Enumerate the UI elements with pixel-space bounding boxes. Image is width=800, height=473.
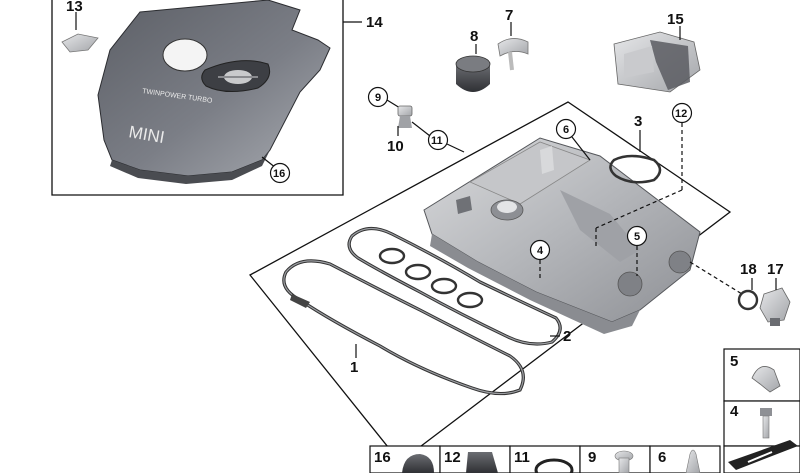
callout-4: 4 <box>537 245 544 257</box>
legend-tile-6: 6 <box>649 445 721 473</box>
part-9-10-bolt: 9 10 11 <box>367 86 465 155</box>
legend-tile-11: 11 <box>509 445 581 473</box>
callout-5: 5 <box>634 231 640 243</box>
callout-14-group: 14 <box>343 14 383 31</box>
part-13-emblem: 13 <box>61 0 99 53</box>
callout-5-group: 5 <box>626 225 648 276</box>
legend-tile-12: 12 <box>439 445 511 473</box>
callout-6-group: 6 <box>555 118 591 161</box>
legend-label-5: 5 <box>730 353 738 370</box>
callout-6: 6 <box>563 124 569 136</box>
engine-cover-frame <box>51 0 344 196</box>
callout-12-group: 12 <box>595 102 693 248</box>
callout-7: 7 <box>505 7 513 24</box>
callout-3: 3 <box>634 113 642 130</box>
legend-tile-5: 5 <box>723 348 800 402</box>
engine-cover: TWINPOWER TURBO MINI <box>97 0 331 184</box>
callout-10: 10 <box>387 138 404 155</box>
valve-cover-assembly-frame <box>249 101 732 463</box>
callout-2: 2 <box>563 328 571 345</box>
legend-tile-4: 4 <box>723 400 800 447</box>
part-7-seal: 7 <box>497 7 529 71</box>
legend-tile-arrow <box>723 440 800 473</box>
callout-17: 17 <box>767 261 784 278</box>
part-15-bracket: 15 <box>613 11 701 93</box>
gasket-2 <box>347 226 562 346</box>
legend-label-16: 16 <box>374 449 391 466</box>
callout-1: 1 <box>350 359 358 376</box>
callout-18: 18 <box>740 261 757 278</box>
part-18-oring: 18 <box>737 261 759 311</box>
part-8-oil-cap: 8 <box>455 28 491 92</box>
legend-label-11: 11 <box>514 449 530 466</box>
gasket-1 <box>282 259 525 396</box>
legend-label-9: 9 <box>588 449 596 466</box>
legend-tile-9: 9 <box>579 445 651 473</box>
callout-9: 9 <box>375 92 381 104</box>
callout-16-group: 16 <box>261 156 291 184</box>
callout-14: 14 <box>366 14 383 31</box>
legend-label-6: 6 <box>658 449 666 466</box>
callout-1-group: 1 <box>350 344 358 376</box>
callout-4-group: 4 <box>529 239 551 280</box>
dash-to-sensor <box>689 261 743 295</box>
legend-tile-16: 16 <box>369 445 441 473</box>
legend-label-12: 12 <box>444 449 461 466</box>
callout-12: 12 <box>675 108 687 120</box>
valve-cover-body <box>423 137 701 334</box>
legend-label-4: 4 <box>730 403 739 420</box>
callout-15: 15 <box>667 11 684 28</box>
callout-11: 11 <box>431 135 443 147</box>
callout-16: 16 <box>273 168 285 180</box>
callout-2-group: 2 <box>550 328 571 345</box>
callout-13: 13 <box>66 0 83 15</box>
part-17-sensor: 17 <box>759 261 791 326</box>
callout-8: 8 <box>470 28 478 45</box>
part-3-seal: 3 <box>609 113 662 184</box>
